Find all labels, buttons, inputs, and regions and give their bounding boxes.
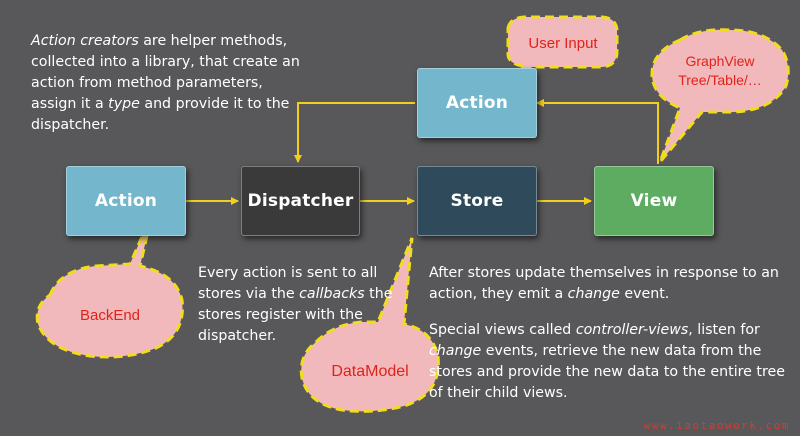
- arrow-view-to-action: [536, 99, 659, 164]
- callout-datamodel-label: DataModel: [331, 363, 409, 380]
- callout-user-input-label: User Input: [528, 34, 598, 52]
- callout-graphview-line1: GraphView: [685, 53, 755, 69]
- action-node-left: Action: [66, 166, 186, 236]
- callout-backend-label: BackEnd: [79, 306, 141, 324]
- action-node-top: Action: [417, 68, 537, 138]
- callout-datamodel: [299, 237, 440, 413]
- note-controller-views: Special views called controller-views, l…: [429, 322, 785, 401]
- store-node: Store: [417, 166, 537, 236]
- callout-graphview: [650, 28, 790, 163]
- arrow-action-to-dispatcher-top: [294, 102, 415, 163]
- note-dispatcher: Every action is sent to all stores via t…: [198, 265, 393, 344]
- callout-graphview-line2: Tree/Table/…: [678, 72, 762, 88]
- callout-user-input: [498, 15, 619, 102]
- note-action-creators: Action creators are helper methods, coll…: [31, 33, 300, 133]
- callout-backend: [35, 213, 184, 359]
- note-store: After stores update themselves in respon…: [429, 265, 779, 302]
- dispatcher-node: Dispatcher: [241, 166, 360, 236]
- callout-graphview-label: GraphView Tree/Table/…: [660, 48, 780, 94]
- watermark: www.iaotaowork.com: [643, 419, 790, 432]
- view-node: View: [594, 166, 714, 236]
